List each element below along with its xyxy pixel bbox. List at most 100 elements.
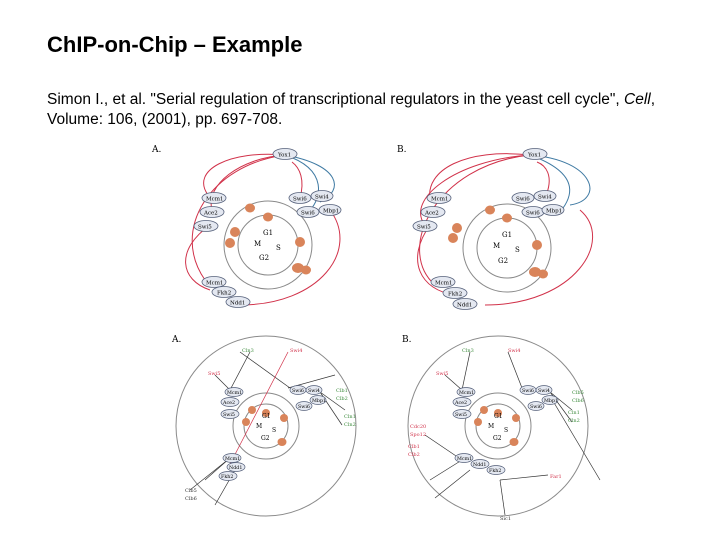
phase-g1: G1 (502, 231, 512, 239)
factor-label: Swi4 (308, 388, 320, 394)
factor-label: Ace2 (424, 211, 439, 217)
panel-label: A. (171, 335, 181, 345)
factor-label: Mcm1 (225, 456, 240, 462)
outer-label: Clb2 (336, 396, 348, 402)
factor-label: Swi5 (223, 412, 235, 418)
outer-label: Clb6 (185, 496, 197, 502)
factor-label: Mbp1 (312, 398, 326, 404)
outer-label: Cdc20 (410, 424, 426, 430)
factor-label: Ndd1 (457, 303, 472, 309)
outer-ring (408, 336, 588, 516)
outer-ring (176, 336, 356, 516)
factor-label: Mcm1 (431, 197, 448, 203)
outer-label: Swi5 (208, 371, 221, 377)
factor-label: Mbp1 (323, 209, 339, 215)
outer-label: Clb5 (185, 488, 197, 494)
panel-label: B. (397, 145, 407, 155)
phase-m: M (488, 423, 494, 430)
outer-label: Swi5 (436, 371, 449, 377)
factor-label: Ndd1 (230, 301, 245, 307)
factor-label: Swi6 (298, 404, 310, 410)
factor-label: Fkh2 (448, 292, 462, 298)
phase-g2: G2 (498, 257, 508, 265)
factor-label: Swi6 (301, 211, 315, 217)
phase-m: M (254, 240, 261, 248)
factor-label: Ace2 (454, 400, 467, 406)
factor-label: Ndd1 (229, 465, 242, 471)
outer-label: Swi4 (290, 348, 303, 354)
outer-label: Cln2 (344, 422, 356, 428)
factor-label: Swi6 (516, 197, 530, 203)
phase-g1: G1 (263, 229, 273, 237)
factor-label: Swi4 (538, 388, 550, 394)
figure-top-left: A. G1 M S G2 Yox1 Mcm1 Ace2 Swi5 Mcm1 Fk… (150, 140, 380, 315)
phase-m: M (256, 423, 262, 430)
factor-label: Mcm1 (457, 456, 472, 462)
outer-label: Clb2 (408, 452, 420, 458)
factor-label: Ndd1 (473, 462, 486, 468)
cell-cycle-outer-ring (465, 393, 531, 459)
factor-label: Mcm1 (435, 281, 452, 287)
factor-label: Mcm1 (459, 390, 474, 396)
outer-label: Clb5 (572, 390, 584, 396)
phase-g2: G2 (259, 254, 269, 262)
outer-label: Sic1 (500, 516, 511, 522)
outer-label: Cln1 (344, 414, 356, 420)
regulatory-edges (425, 352, 600, 515)
factor-label: Swi5 (198, 225, 212, 231)
phase-s: S (515, 246, 520, 254)
panel-label: A. (151, 145, 161, 155)
outer-label: Clb1 (408, 444, 420, 450)
cell-cycle-outer-ring (233, 393, 299, 459)
figure-bottom-left: A. G1 M S G2 Cln3 Swi4 Swi5 Clb1 Clb2 Cl… (170, 330, 395, 535)
factor-label: Swi6 (530, 404, 542, 410)
factor-label: Mbp1 (544, 398, 558, 404)
outer-label: Swi4 (508, 348, 521, 354)
factor-label: Swi4 (538, 195, 552, 201)
factor-nodes: Yox1 Mcm1 Ace2 Swi5 Mcm1 Fkh2 Ndd1 Swi6 … (194, 149, 341, 308)
factor-label: Yox1 (277, 153, 291, 159)
factor-label: Ace2 (203, 211, 218, 217)
factor-label: Swi6 (522, 388, 534, 394)
factor-label: Swi4 (315, 195, 329, 201)
outer-label: Cln1 (568, 410, 580, 416)
factor-label: Swi5 (417, 225, 431, 231)
factor-label: Yox1 (527, 153, 541, 159)
factor-label: Ace2 (222, 400, 235, 406)
phase-m: M (493, 242, 500, 250)
phase-g2: G2 (493, 435, 502, 442)
outer-labels: Cln3 Swi4 Swi5 Clb1 Clb2 Cln1 Cln2 Clb5 … (185, 348, 356, 502)
outer-label: Clb6 (572, 398, 584, 404)
outer-label: Cln3 (462, 348, 474, 354)
phase-g1: G1 (262, 413, 271, 420)
citation: Simon I., et al. "Serial regulation of t… (47, 90, 687, 130)
factor-label: Mcm1 (206, 197, 223, 203)
factor-label: Mbp1 (546, 209, 562, 215)
factor-label: Fkh2 (217, 291, 231, 297)
citation-journal: Cell (624, 91, 651, 108)
factor-nodes: Yox1 Mcm1 Ace2 Swi5 Mcm1 Fkh2 Ndd1 Swi6 … (413, 149, 564, 310)
phase-g1: G1 (494, 413, 503, 420)
outer-label: Cln3 (242, 348, 254, 354)
outer-label: Spo12 (410, 432, 426, 438)
factor-label: Swi6 (292, 388, 304, 394)
cell-cycle-inner-ring (477, 218, 537, 278)
factor-label: Swi6 (293, 197, 307, 203)
citation-prefix: Simon I., et al. "Serial regulation of t… (47, 91, 624, 108)
outer-label: Far1 (550, 474, 562, 480)
factor-label: Swi6 (526, 211, 540, 217)
slide-title: ChIP-on-Chip – Example (47, 32, 302, 58)
figure-top-right: B. G1 M S G2 Yox1 Mcm1 Ace2 Swi5 Mcm1 Fk… (395, 140, 625, 315)
cell-cycle-inner-ring (238, 215, 298, 275)
phase-g2: G2 (261, 435, 270, 442)
figure-bottom-right: B. G1 M S G2 Cln3 Swi4 Swi5 Cdc20 Spo12 … (400, 330, 625, 535)
factor-label: Mcm1 (227, 390, 242, 396)
factor-label: Mcm1 (206, 281, 223, 287)
outer-label: Clb1 (336, 388, 348, 394)
factor-label: Fkh2 (221, 474, 233, 480)
outer-label: Cln2 (568, 418, 580, 424)
factor-label: Swi5 (455, 412, 467, 418)
factor-label: Fkh2 (489, 468, 501, 474)
phase-s: S (276, 244, 281, 252)
phase-s: S (272, 427, 276, 434)
